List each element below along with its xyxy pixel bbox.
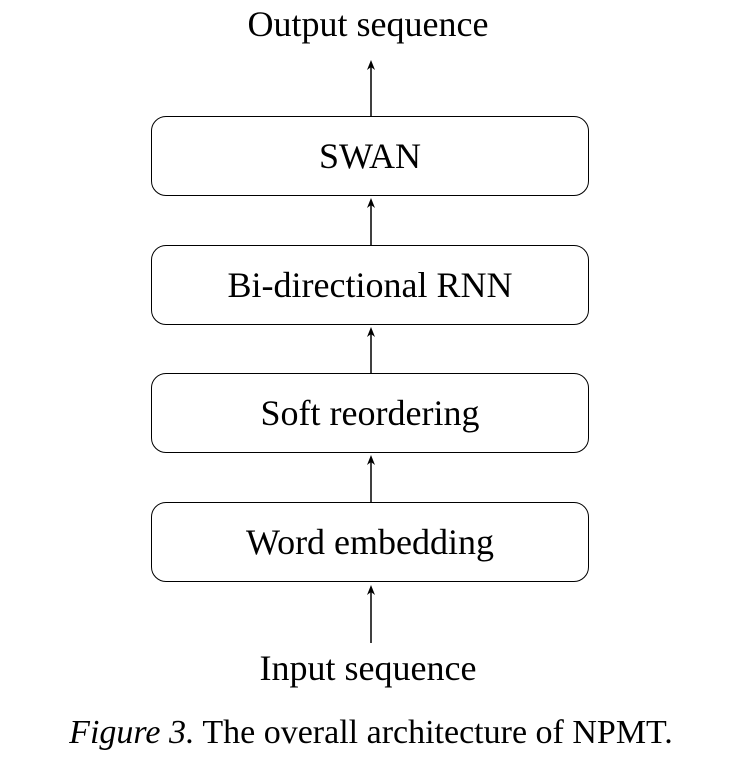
input-sequence-label: Input sequence [259,648,477,688]
arrow-up-icon [364,60,378,116]
soft-reordering-layer-box: Soft reordering [151,373,589,453]
figure-number: Figure 3. [69,714,195,751]
bidirectional-rnn-layer-label: Bi-directional RNN [227,265,513,305]
soft-reordering-layer-label: Soft reordering [260,393,480,433]
arrow-up-icon [364,585,378,643]
arrow-up-icon [364,198,378,245]
caption-text: The overall architecture of NPMT. [202,714,673,751]
word-embedding-layer-box: Word embedding [151,502,589,582]
output-sequence-label: Output sequence [247,4,489,44]
arrow-up-icon [364,327,378,373]
swan-layer-box: SWAN [151,116,589,196]
arrow-up-icon [364,455,378,502]
figure-caption: Figure 3. The overall architecture of NP… [0,713,742,753]
swan-layer-label: SWAN [318,136,421,176]
bidirectional-rnn-layer-box: Bi-directional RNN [151,245,589,325]
word-embedding-layer-label: Word embedding [245,522,495,562]
